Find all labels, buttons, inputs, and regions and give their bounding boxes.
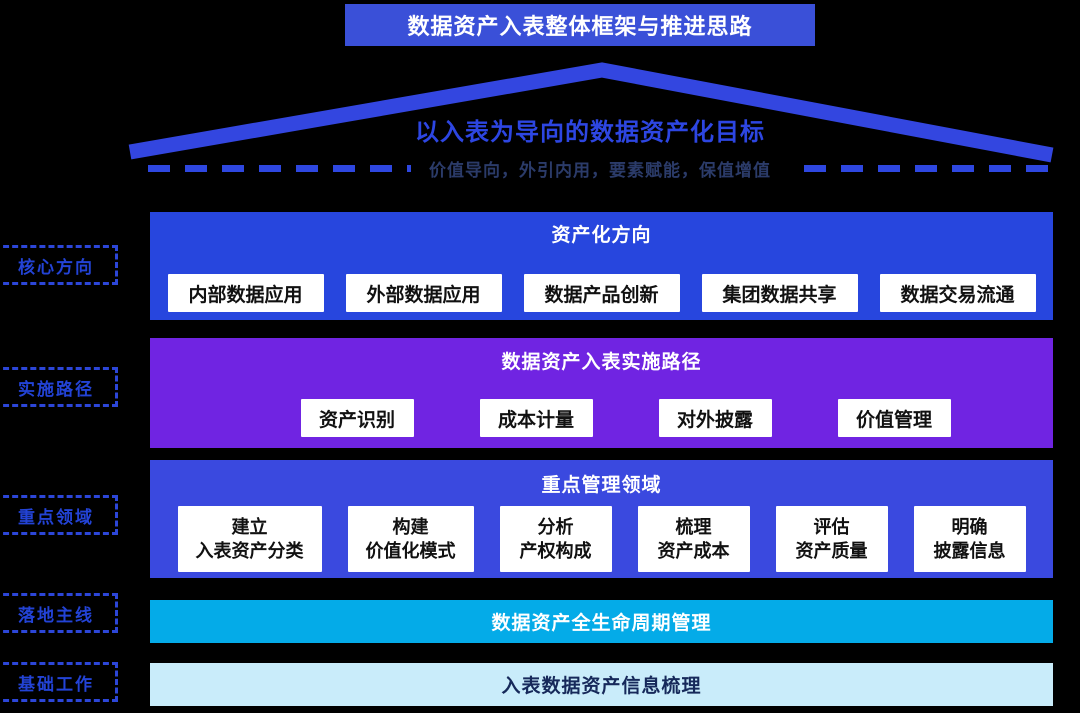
goal-divider: 价值导向，外引内用，要素赋能，保值增值 — [148, 161, 1052, 180]
goal-subtitle: 价值导向，外引内用，要素赋能，保值增值 — [429, 160, 771, 180]
panel-focus-boxes: 建立 入表资产分类 构建 价值化模式 分析 产权构成 梳理 资产成本 评估 资产… — [150, 506, 1053, 572]
focus-item: 建立 入表资产分类 — [177, 506, 322, 572]
panel-focus: 重点管理领域 建立 入表资产分类 构建 价值化模式 分析 产权构成 梳理 资产成… — [150, 460, 1053, 578]
focus-item-line2: 入表资产分类 — [195, 541, 304, 561]
panel-path: 数据资产入表实施路径 资产识别 成本计量 对外披露 价值管理 — [150, 338, 1053, 448]
side-label-basic-work: 基础工作 — [0, 662, 118, 702]
focus-item-line2: 资产质量 — [795, 541, 868, 561]
side-label-landing-mainline: 落地主线 — [0, 593, 118, 633]
focus-item: 分析 产权构成 — [499, 506, 612, 572]
side-label-key-area: 重点领域 — [0, 495, 118, 535]
path-item: 价值管理 — [837, 399, 951, 437]
panel-path-header: 数据资产入表实施路径 — [501, 352, 702, 373]
dashed-line-right — [789, 164, 1052, 172]
side-label-text: 落地主线 — [18, 605, 94, 625]
side-label-text: 实施路径 — [18, 379, 94, 399]
direction-item: 外部数据应用 — [345, 274, 502, 312]
focus-item-line1: 分析 — [537, 516, 574, 537]
panel-directions-header: 资产化方向 — [551, 225, 652, 246]
path-item: 资产识别 — [300, 399, 414, 437]
side-label-text: 重点领域 — [18, 507, 94, 527]
direction-item: 内部数据应用 — [167, 274, 324, 312]
focus-item-line1: 建立 — [231, 516, 268, 537]
focus-item: 梳理 资产成本 — [637, 506, 750, 572]
path-item: 对外披露 — [658, 399, 772, 437]
panel-directions: 资产化方向 内部数据应用 外部数据应用 数据产品创新 集团数据共享 数据交易流通 — [150, 212, 1053, 320]
diagram-title-banner: 数据资产入表整体框架与推进思路 — [345, 4, 815, 46]
diagram-title: 数据资产入表整体框架与推进思路 — [407, 14, 753, 39]
focus-item-line2: 产权构成 — [519, 541, 592, 561]
focus-item-line1: 明确 — [951, 516, 988, 537]
dashed-line-left — [148, 164, 411, 172]
focus-item-line2: 资产成本 — [657, 541, 730, 561]
path-item: 成本计量 — [479, 399, 593, 437]
side-label-implementation-path: 实施路径 — [0, 367, 118, 407]
side-label-text: 基础工作 — [18, 674, 94, 694]
direction-item: 数据交易流通 — [879, 274, 1036, 312]
panel-focus-header: 重点管理领域 — [541, 475, 662, 496]
focus-item: 构建 价值化模式 — [347, 506, 474, 572]
panel-path-boxes: 资产识别 成本计量 对外披露 价值管理 — [150, 399, 1053, 437]
bar-lifecycle-management: 数据资产全生命周期管理 — [150, 600, 1053, 643]
focus-item-line1: 评估 — [813, 516, 850, 537]
side-label-text: 核心方向 — [18, 257, 94, 277]
focus-item-line1: 构建 — [392, 516, 429, 537]
direction-item: 数据产品创新 — [523, 274, 680, 312]
focus-item: 明确 披露信息 — [913, 506, 1026, 572]
bar-information-label: 入表数据资产信息梳理 — [501, 676, 702, 697]
panel-directions-boxes: 内部数据应用 外部数据应用 数据产品创新 集团数据共享 数据交易流通 — [150, 274, 1053, 312]
side-label-core-direction: 核心方向 — [0, 245, 118, 285]
goal-title: 以入表为导向的数据资产化目标 — [415, 119, 765, 146]
focus-item-line2: 披露信息 — [933, 541, 1006, 561]
bar-lifecycle-label: 数据资产全生命周期管理 — [491, 613, 712, 634]
focus-item-line2: 价值化模式 — [365, 541, 456, 561]
focus-item-line1: 梳理 — [675, 516, 712, 537]
focus-item: 评估 资产质量 — [775, 506, 888, 572]
direction-item: 集团数据共享 — [701, 274, 858, 312]
bar-information-sorting: 入表数据资产信息梳理 — [150, 663, 1053, 706]
